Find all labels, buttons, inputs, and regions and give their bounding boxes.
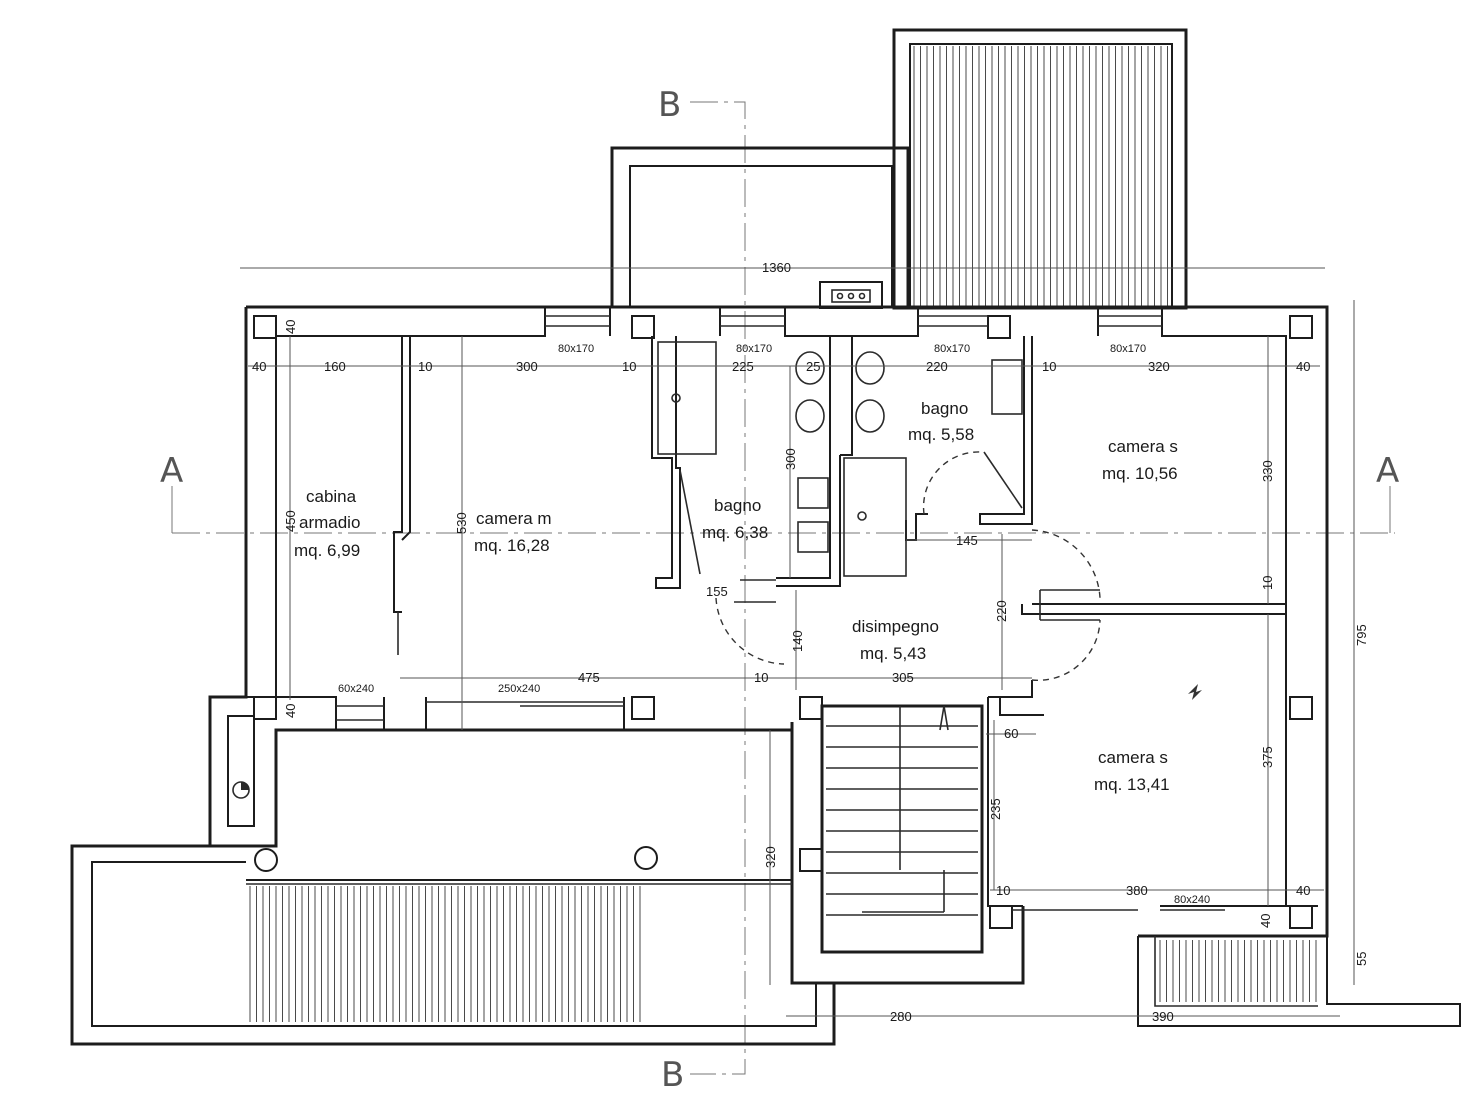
dim-camera-m-depth: 530 <box>454 512 469 534</box>
window-label-4: 80x170 <box>1110 343 1146 355</box>
dim-overall-depth: 795 <box>1354 624 1369 646</box>
section-a-left: A <box>160 451 183 491</box>
wc-left <box>795 351 825 385</box>
dim-hall-145: 145 <box>956 533 978 548</box>
stair-arrow-icon <box>939 705 949 731</box>
bidet-right <box>855 399 885 433</box>
sink-camera-s <box>991 359 1023 415</box>
dim-60: 60 <box>1004 726 1018 741</box>
top-right-terrace <box>892 28 1188 310</box>
sink-left-2 <box>797 521 829 553</box>
room-camera-s-1-name: camera s <box>1108 437 1178 456</box>
dim-top-2: 160 <box>324 359 346 374</box>
dim-wall-bottom: 40 <box>1258 914 1273 928</box>
room-camera-s-1-area: mq. 10,56 <box>1102 464 1178 483</box>
room-bagno-1-area: mq. 6,38 <box>702 523 768 542</box>
dim-bagno-depth: 300 <box>783 448 798 470</box>
room-bagno-2-name: bagno <box>921 399 968 418</box>
dim-wall-top: 40 <box>283 320 298 334</box>
dim-top-1: 40 <box>252 359 266 374</box>
dim-top-3: 10 <box>418 359 432 374</box>
bottom-terrace <box>70 844 836 1046</box>
shower-tray-right <box>843 457 907 577</box>
room-camera-m-area: mq. 16,28 <box>474 536 550 555</box>
terrace-paving-bottom <box>249 886 641 1022</box>
dim-hall-140: 140 <box>790 630 805 652</box>
room-cabina-area: mq. 6,99 <box>294 541 360 560</box>
dim-top-9: 10 <box>1042 359 1056 374</box>
window-labels: 80x170 80x170 80x170 80x170 60x240 250x2… <box>338 343 1210 906</box>
dim-55: 55 <box>1354 952 1369 966</box>
dim-top-10: 320 <box>1148 359 1170 374</box>
dim-hall-220: 220 <box>994 600 1009 622</box>
section-b-bottom: B <box>661 1055 684 1095</box>
flue <box>227 715 255 827</box>
dim-cabina-depth: 450 <box>283 510 298 532</box>
window-label-2: 80x170 <box>736 343 772 355</box>
dim-camera-s2-depth: 375 <box>1260 746 1275 768</box>
section-a-right: A <box>1376 451 1399 491</box>
dim-top-5: 10 <box>622 359 636 374</box>
dimension-lines <box>240 267 1355 1017</box>
dim-bagno-155: 155 <box>706 584 728 599</box>
dim-camera-s-gap: 10 <box>1260 576 1275 590</box>
dim-top-8: 220 <box>926 359 948 374</box>
room-camera-m-name: camera m <box>476 509 552 528</box>
room-disimpegno-name: disimpegno <box>852 617 939 636</box>
dim-wall-mid: 40 <box>283 704 298 718</box>
dim-bottom-2: 380 <box>1126 883 1148 898</box>
dim-mid-2: 10 <box>754 670 768 685</box>
dim-top-7: 25 <box>806 359 820 374</box>
section-axes <box>171 101 1395 1075</box>
shower-tray-left <box>657 341 717 455</box>
dim-top-6: 225 <box>732 359 754 374</box>
dim-390: 390 <box>1152 1009 1174 1024</box>
dim-overall-width: 1360 <box>762 260 791 275</box>
room-camera-s-2-name: camera s <box>1098 748 1168 767</box>
staircase <box>820 704 984 954</box>
room-labels: cabina armadio mq. 6,99 camera m mq. 16,… <box>294 399 1178 794</box>
room-disimpegno-area: mq. 5,43 <box>860 644 926 663</box>
dim-top-11: 40 <box>1296 359 1310 374</box>
door-swings <box>715 451 1101 681</box>
interior-walls <box>393 336 1287 907</box>
dim-terrace-depth: 320 <box>763 846 778 868</box>
window-openings <box>336 315 1225 911</box>
dim-280: 280 <box>890 1009 912 1024</box>
column-icon <box>634 846 658 870</box>
chimney-icon <box>819 281 883 309</box>
section-b-top: B <box>658 85 681 125</box>
window-label-5: 60x240 <box>338 683 374 695</box>
exterior-walls <box>208 305 1329 985</box>
bathroom-fixtures <box>657 341 1023 577</box>
room-bagno-1-name: bagno <box>714 496 761 515</box>
room-cabina-name-2: armadio <box>299 513 360 532</box>
dim-camera-s-depth: 330 <box>1260 460 1275 482</box>
room-camera-s-2-area: mq. 13,41 <box>1094 775 1170 794</box>
window-label-7: 80x240 <box>1174 894 1210 906</box>
balcony-paving <box>1159 940 1317 1002</box>
wc-right <box>855 351 885 385</box>
top-left-terrace <box>610 146 910 307</box>
electrical-symbol-icon <box>1188 684 1202 700</box>
window-label-1: 80x170 <box>558 343 594 355</box>
dim-mid-1: 475 <box>578 670 600 685</box>
dim-top-4: 300 <box>516 359 538 374</box>
structural-pillars <box>253 315 1313 929</box>
dim-mid-3: 305 <box>892 670 914 685</box>
room-cabina-name-1: cabina <box>306 487 357 506</box>
room-bagno-2-area: mq. 5,58 <box>908 425 974 444</box>
column-icon <box>254 848 278 872</box>
bidet-left <box>795 399 825 433</box>
window-label-6: 250x240 <box>498 683 540 695</box>
right-balcony <box>1137 936 1461 1027</box>
dim-bottom-1: 10 <box>996 883 1010 898</box>
terrace-paving-top <box>913 46 1168 306</box>
dim-235: 235 <box>988 798 1003 820</box>
window-label-3: 80x170 <box>934 343 970 355</box>
dim-bottom-3: 40 <box>1296 883 1310 898</box>
dimension-labels: 1360 795 40 160 10 300 10 225 25 220 10 … <box>252 260 1369 1024</box>
sink-left-1 <box>797 477 829 509</box>
